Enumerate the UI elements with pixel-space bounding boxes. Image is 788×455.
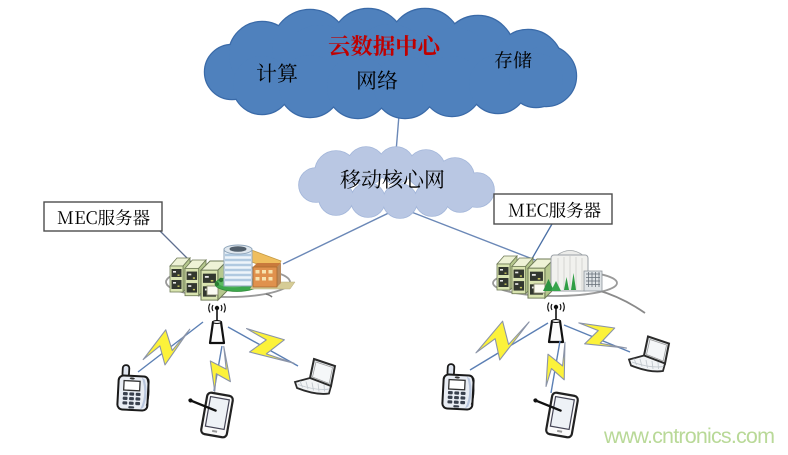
svg-text:www.cntronics.com: www.cntronics.com bbox=[603, 424, 775, 448]
